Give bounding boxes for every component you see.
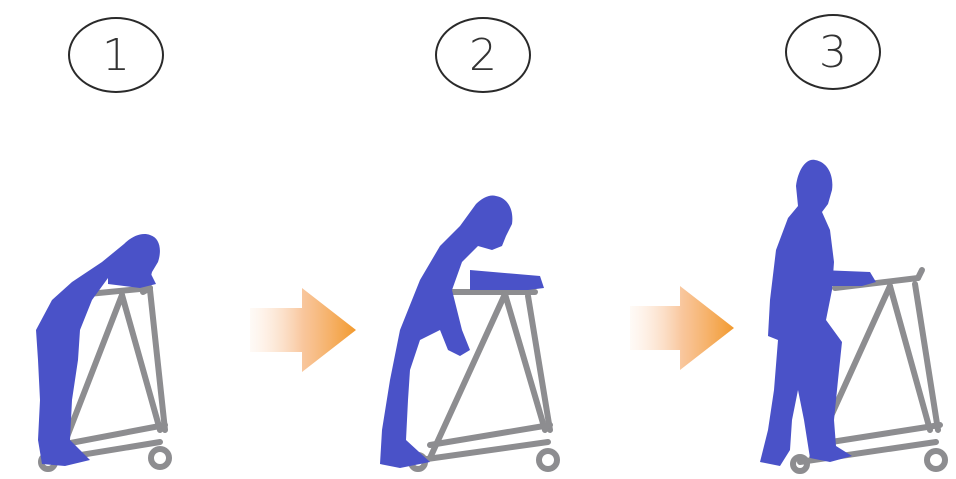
arm-silhouette (108, 270, 156, 288)
person-silhouette-icon (760, 160, 852, 466)
arrow-right-icon (630, 286, 734, 370)
arm-silhouette (470, 270, 544, 290)
figure-3-group (760, 160, 945, 471)
arrow-right-icon (250, 288, 356, 372)
figure-2-group (380, 195, 557, 469)
arm-silhouette (820, 270, 876, 286)
figure-1-group (36, 234, 169, 469)
